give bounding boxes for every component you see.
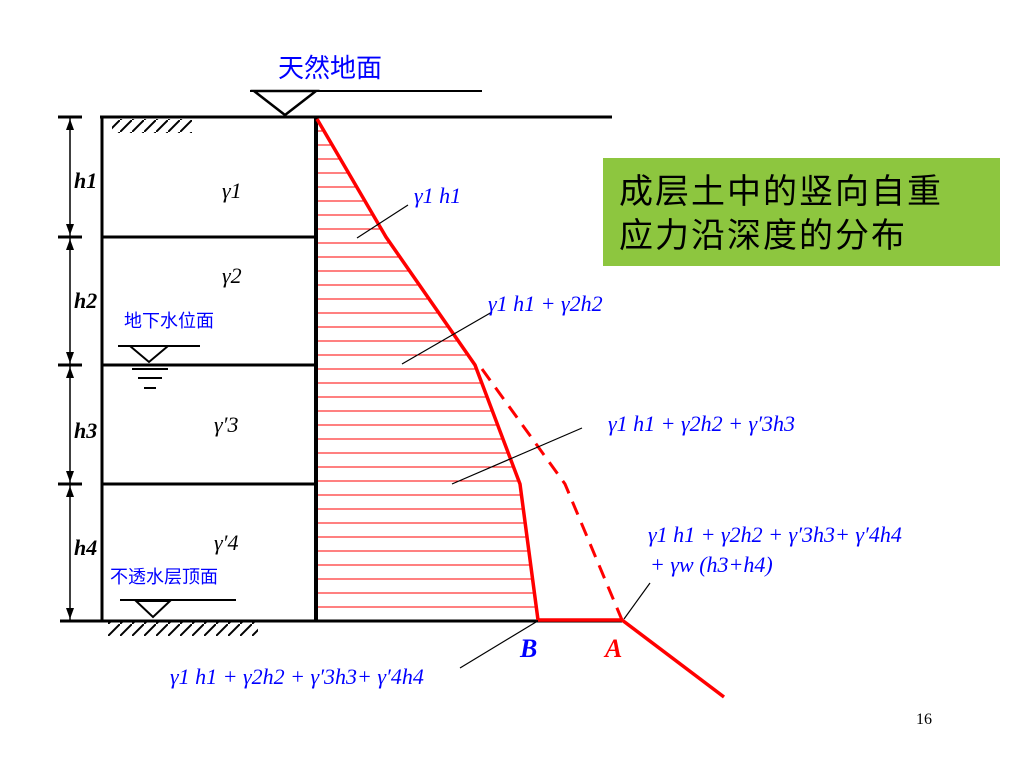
groundwater-marker (118, 345, 200, 389)
top-hatch (112, 119, 192, 133)
stress-label-A-line1: γ1 h1 + γ2h2 + γ′3h3+ γ′4h4 (648, 522, 902, 547)
h3-label: h3 (74, 418, 98, 443)
stress-label-B: γ1 h1 + γ2h2 + γ′3h3+ γ′4h4 (170, 664, 424, 689)
groundwater-label: 地下水位面 (124, 311, 214, 332)
effective-stress-line (315, 118, 540, 621)
gamma4-label: γ′4 (214, 530, 239, 555)
point-A-label: A (605, 634, 623, 663)
ground-surface-marker (250, 89, 320, 117)
h2-label: h2 (74, 288, 98, 313)
gamma1-label: γ1 (222, 178, 242, 203)
title-line-1: 成层土中的竖向自重 (619, 172, 943, 212)
bottom-hatch (108, 622, 258, 636)
gamma2-label: γ2 (222, 263, 242, 288)
impermeable-label: 不透水层顶面 (110, 567, 218, 588)
dimension-ticks (58, 115, 82, 486)
title-line-2: 应力沿深度的分布 (619, 216, 907, 256)
gamma3-label: γ′3 (214, 412, 239, 437)
h1-label: h1 (74, 168, 98, 193)
dimension-arrows (66, 119, 74, 619)
leader-lines (356, 204, 651, 669)
stress-label-3: γ1 h1 + γ2h2 + γ′3h3 (608, 411, 796, 436)
ground-surface-label: 天然地面 (278, 54, 383, 84)
point-B-label: B (520, 634, 538, 663)
total-stress-dashed-line (480, 368, 624, 621)
stress-area-hatching (318, 130, 537, 608)
stress-label-A-line2: + γw (h3+h4) (650, 552, 773, 577)
impermeable-marker (120, 599, 236, 619)
h4-label: h4 (74, 535, 98, 560)
stress-label-1: γ1 h1 (414, 183, 462, 208)
page-number: 16 (916, 711, 932, 728)
title-box: 成层土中的竖向自重 应力沿深度的分布 (603, 158, 1000, 266)
stress-label-2: γ1 h1 + γ2h2 (488, 291, 603, 316)
extension-line (620, 618, 726, 699)
